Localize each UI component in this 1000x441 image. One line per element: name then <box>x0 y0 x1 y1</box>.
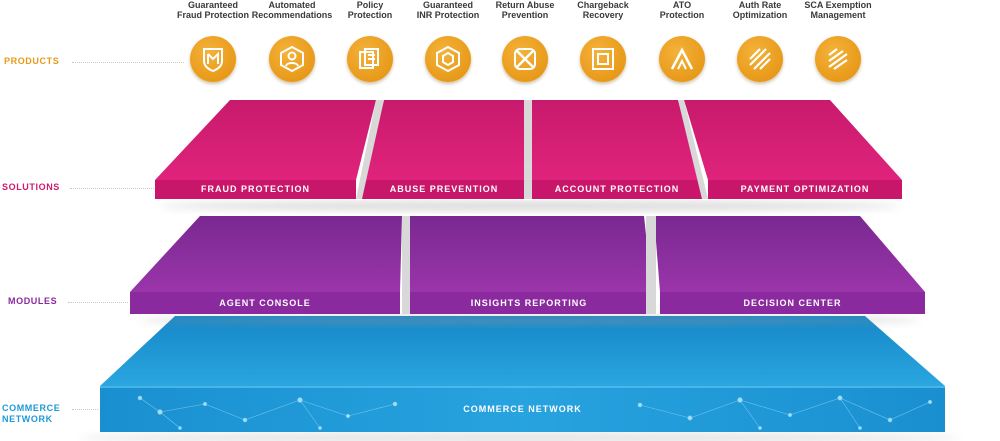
nested-squares-icon <box>592 48 614 70</box>
product-badge[interactable] <box>190 36 236 82</box>
puzzle-hexagon-icon <box>436 45 460 73</box>
slanted-stripes-icon <box>828 48 848 70</box>
stacked-pages-icon <box>359 48 379 69</box>
solution-tile-account-protection[interactable]: ACCOUNT PROTECTION <box>554 184 680 194</box>
module-tile-decision-center[interactable]: DECISION CENTER <box>743 298 842 308</box>
product-badge[interactable] <box>502 36 548 82</box>
solution-tile-fraud-protection[interactable]: FRAUD PROTECTION <box>201 184 310 194</box>
commerce-network-tile[interactable]: COMMERCE NETWORK <box>463 404 582 414</box>
product-badge[interactable] <box>580 36 626 82</box>
layer-label-network-line1: COMMERCE <box>2 403 61 413</box>
leader-network <box>72 409 98 410</box>
product-label: Automated Recommendations <box>251 0 333 20</box>
layer-label-products: PRODUCTS <box>4 56 60 66</box>
layer-label-solutions: SOLUTIONS <box>2 182 60 192</box>
network-nodes <box>137 395 933 430</box>
diagonal-stripes-icon <box>749 48 771 70</box>
layer-label-modules: MODULES <box>8 296 58 306</box>
product-badge[interactable] <box>269 36 315 82</box>
solution-tile-abuse-prevention[interactable]: ABUSE PREVENTION <box>389 184 499 194</box>
return-knot-icon <box>514 48 536 70</box>
product-badge[interactable] <box>659 36 705 82</box>
layer-label-network-line2: NETWORK <box>2 414 53 424</box>
product-label: Chargeback Recovery <box>577 0 629 20</box>
product-label: ATO Protection <box>659 0 705 20</box>
module-tile-agent-console[interactable]: AGENT CONSOLE <box>219 298 311 308</box>
chevron-up-icon <box>670 47 694 70</box>
product-label: Policy Protection <box>347 0 393 20</box>
product-badge[interactable] <box>347 36 393 82</box>
product-label: Guaranteed Fraud Protection <box>176 0 249 20</box>
leader-modules <box>68 302 128 303</box>
module-tile-insights-reporting[interactable]: INSIGHTS REPORTING <box>470 298 588 308</box>
shield-m-icon <box>203 48 223 73</box>
product-badge[interactable] <box>425 36 471 82</box>
person-hexagon-icon <box>280 45 304 73</box>
leader-solutions <box>70 188 154 189</box>
product-label: Auth Rate Optimization <box>732 0 788 20</box>
solution-tile-payment-optimization[interactable]: PAYMENT OPTIMIZATION <box>740 184 870 194</box>
product-label: Guaranteed INR Protection <box>416 0 480 20</box>
product-badge[interactable] <box>815 36 861 82</box>
product-badge[interactable] <box>737 36 783 82</box>
leader-products <box>72 62 184 63</box>
product-label: Return Abuse Prevention <box>495 0 555 20</box>
layer-label-network: COMMERCE NETWORK <box>2 403 60 425</box>
product-label: SCA Exemption Management <box>804 0 872 20</box>
